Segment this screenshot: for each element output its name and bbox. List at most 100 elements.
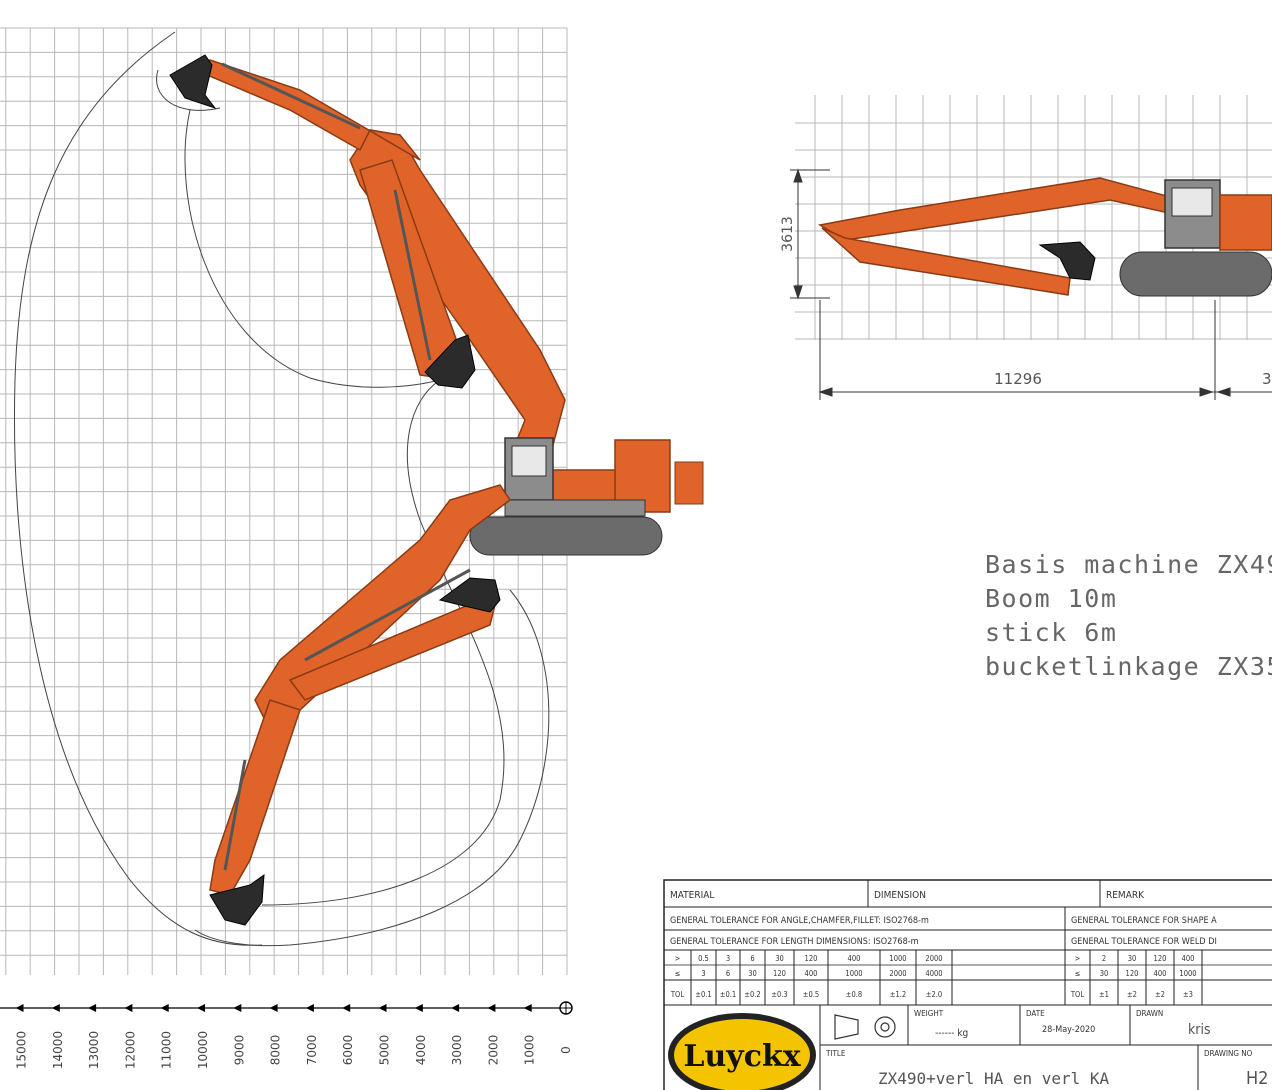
tolerance-cell: 1000 xyxy=(1179,969,1196,978)
tolerance-cell: 120 xyxy=(1154,954,1167,963)
drawing-no-value: H2 xyxy=(1246,1068,1268,1089)
tolerance-cell: ±2 xyxy=(1155,990,1165,999)
lower-reach-envelope xyxy=(194,589,550,947)
outer-reach-envelope xyxy=(13,31,263,946)
axis-tick-label: 5000 xyxy=(378,1035,392,1066)
tolerance-cell: ±2 xyxy=(1127,990,1137,999)
axis-tick-arrow xyxy=(378,1004,387,1012)
date-value: 28-May-2020 xyxy=(1042,1025,1095,1035)
bucket-lower-right-icon xyxy=(438,577,501,613)
inner-reach-envelope xyxy=(184,109,441,388)
hydraulic-cylinder-lower-2 xyxy=(223,759,247,871)
axis-tick-arrow xyxy=(51,1004,60,1012)
length-dimension xyxy=(818,300,1272,400)
transport-view: 3613 11296 3 xyxy=(780,95,1272,400)
bucket-mid-icon xyxy=(424,334,476,389)
axis-tick-arrow xyxy=(160,1004,169,1012)
axis-tick-label: 2000 xyxy=(486,1035,500,1066)
tolerance-cell: 4000 xyxy=(925,969,942,978)
tolerance-cell: ±1 xyxy=(1099,990,1109,999)
tolerance-cell: 30 xyxy=(1100,969,1109,978)
origin-marker-icon xyxy=(559,1001,573,1015)
axis-tick-arrow xyxy=(88,1004,97,1012)
stick-lower-secondary xyxy=(288,599,496,701)
axis-tick-label: 13000 xyxy=(87,1031,101,1069)
tolerance-cell: 400 xyxy=(1182,954,1195,963)
axis-tick-label: 9000 xyxy=(232,1035,246,1066)
remark-label: REMARK xyxy=(1106,890,1145,901)
weight-value: ------ kg xyxy=(935,1028,968,1039)
tolerance-cell: 2 xyxy=(1102,954,1106,963)
bucket-bottom-icon xyxy=(209,873,265,926)
axis-tick-arrow xyxy=(305,1004,314,1012)
tolerance-cell: 120 xyxy=(805,954,818,963)
excavator-base xyxy=(469,437,704,556)
reach-diagram: 1600015000140001300012000110001000090008… xyxy=(0,27,704,1069)
transport-bucket-icon xyxy=(1038,241,1096,281)
luyckx-logo: Luyckx xyxy=(668,1013,816,1090)
transport-stick xyxy=(821,227,1071,296)
transport-body xyxy=(1219,194,1272,251)
stick-upper xyxy=(198,59,421,161)
weight-label: WEIGHT xyxy=(914,1009,944,1018)
stick-lower xyxy=(209,699,301,896)
track-undercarriage xyxy=(469,516,663,556)
hydraulic-cylinder-upper-2 xyxy=(393,189,432,361)
spec-line-base-machine: Basis machine ZX490 xyxy=(985,550,1272,579)
tolerance-cell: ±0.5 xyxy=(803,990,819,999)
title-value: ZX490+verl HA en verl KA xyxy=(878,1069,1110,1088)
horizontal-axis: 1600015000140001300012000110001000090008… xyxy=(0,1001,573,1069)
tolerance-cell: > xyxy=(1075,954,1081,963)
axis-tick-label: 1000 xyxy=(523,1035,537,1066)
axis-tick-label: 7000 xyxy=(305,1035,319,1066)
axis-tick-label: 15000 xyxy=(15,1031,29,1069)
bucket-swing-arc-top xyxy=(156,69,221,111)
gear-symbol-icon xyxy=(874,1016,896,1038)
axis-tick-arrow xyxy=(487,1004,496,1012)
axis-tick-label: 14000 xyxy=(51,1031,65,1069)
tolerance-cell: ±3 xyxy=(1183,990,1193,999)
exhaust-block xyxy=(674,461,704,505)
length-dimension-label: 11296 xyxy=(994,370,1042,388)
drawing-no-label: DRAWING NO xyxy=(1204,1049,1253,1058)
length-dimension-label-2: 3 xyxy=(1262,370,1272,388)
tolerance-cell: 120 xyxy=(773,969,786,978)
reach-envelope xyxy=(13,31,550,947)
tolerance-cell: ±0.3 xyxy=(771,990,787,999)
axis-tick-label: 3000 xyxy=(450,1035,464,1066)
transport-track xyxy=(1119,251,1272,297)
axis-tick-arrow xyxy=(233,1004,242,1012)
tolerance-cell: 400 xyxy=(848,954,861,963)
axis-tick-arrow xyxy=(523,1004,532,1012)
excavator-arm-upper xyxy=(169,54,566,491)
axis-tick-label: 11000 xyxy=(160,1031,174,1069)
tolerance-cell: ≤ xyxy=(1075,969,1081,978)
tolerance-cell: > xyxy=(675,954,681,963)
tolerance-shape-text: GENERAL TOLERANCE FOR SHAPE A xyxy=(1071,916,1217,926)
tolerance-cell: 30 xyxy=(748,969,757,978)
projection-symbol-icon xyxy=(834,1014,859,1040)
spec-line-bucket-linkage: bucketlinkage ZX350 xyxy=(985,652,1272,681)
tolerance-cell: 30 xyxy=(775,954,784,963)
tolerance-cell: ±2.0 xyxy=(926,990,942,999)
tolerance-angle-text: GENERAL TOLERANCE FOR ANGLE,CHAMFER,FILL… xyxy=(670,916,929,926)
tolerance-cell: ±1.2 xyxy=(890,990,906,999)
axis-tick-label: 12000 xyxy=(123,1031,137,1069)
upper-frame xyxy=(504,499,646,517)
tolerance-length-text: GENERAL TOLERANCE FOR LENGTH DIMENSIONS:… xyxy=(670,937,919,947)
tolerance-cell: 400 xyxy=(1154,969,1167,978)
tolerance-cell: 2000 xyxy=(889,969,906,978)
axis-tick-arrow xyxy=(269,1004,278,1012)
axis-tick-arrow xyxy=(342,1004,351,1012)
axis-tick-arrow xyxy=(124,1004,133,1012)
close-reach-envelope xyxy=(261,379,505,906)
tolerance-cell: 30 xyxy=(1128,954,1137,963)
axis-tick-label: 0 xyxy=(559,1046,573,1054)
tolerance-cell: 3 xyxy=(726,954,730,963)
material-label: MATERIAL xyxy=(670,890,714,901)
tolerance-cell: ≤ xyxy=(675,969,681,978)
cab-window xyxy=(511,445,547,477)
tolerance-cell: ±0.1 xyxy=(695,990,711,999)
excavator-arm-lower xyxy=(209,484,512,926)
